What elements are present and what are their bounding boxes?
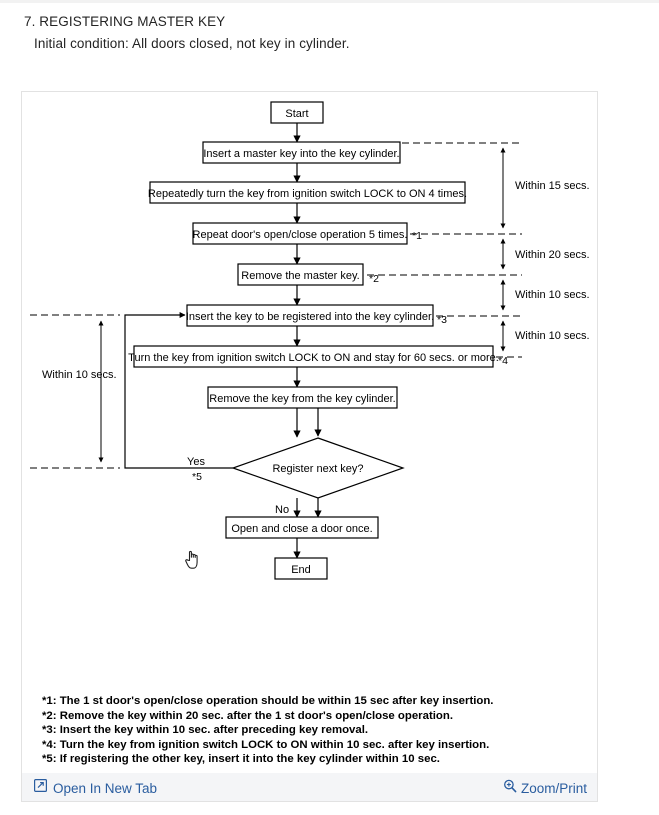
node-start-label: Start [285,108,308,120]
node-turn-key-60-secs: Turn the key from ignition switch LOCK t… [128,345,499,368]
flowchart-figure: Start Insert a master key into the key c… [21,91,598,774]
timing-label-right-4: Within 10 secs. [515,330,590,342]
timing-bracket-left [30,314,120,469]
open-in-new-tab-button[interactable]: Open In New Tab [34,779,157,797]
timing-bracket-right [367,142,522,358]
node-end-label: End [291,564,311,576]
footnote-5: *5: If registering the other key, insert… [42,753,440,766]
marker-2: *2 [369,273,379,285]
page-title: 7. REGISTERING MASTER KEY [24,14,226,29]
footnote-2: *2: Remove the key within 20 sec. after … [42,709,453,722]
node-decision-label: Register next key? [272,463,363,475]
node-remove-master-key: Remove the master key. [237,263,364,286]
magnifier-plus-icon [503,779,517,798]
footnotes-block: *1: The 1 st door's open/close operation… [42,694,572,767]
marker-5: *5 [192,471,202,483]
node-step5-label: Insert the key to be registered into the… [186,311,434,323]
branch-label-yes: Yes [187,456,205,468]
footnote-3: *3: Insert the key within 10 sec. after … [42,724,369,737]
zoom-print-button[interactable]: Zoom/Print [503,779,587,798]
node-step2-label: Repeatedly turn the key from ignition sw… [148,188,467,200]
open-in-new-tab-label: Open In New Tab [53,780,158,796]
node-step4-label: Remove the master key. [241,270,359,282]
flowchart-svg: Start Insert a master key into the key c… [30,101,590,580]
marker-1: *1 [412,230,422,242]
timing-label-right-2: Within 20 secs. [515,249,590,261]
feedback-loop [124,312,233,469]
node-decision-register-next-key: Register next key? [231,437,405,499]
footnote-1: *1: The 1 st door's open/close operation… [42,695,494,707]
footnote-4: *4: Turn the key from ignition switch LO… [42,738,490,751]
external-link-icon [34,779,48,797]
node-step3-label: Repeat door's open/close operation 5 tim… [193,229,408,241]
node-end: End [274,557,328,580]
marker-4: *4 [498,355,508,367]
timing-label-right-1: Within 15 secs. [515,180,590,192]
node-turn-key-4-times: Repeatedly turn the key from ignition sw… [148,181,467,204]
node-repeat-door-open-close: Repeat door's open/close operation 5 tim… [192,222,408,245]
timing-label-right-3: Within 10 secs. [515,289,590,301]
page-subtitle: Initial condition: All doors closed, not… [34,36,350,51]
top-divider [0,0,659,3]
zoom-print-label: Zoom/Print [520,781,587,796]
node-insert-key-to-register: Insert the key to be registered into the… [186,304,434,327]
figure-toolbar: Open In New Tab Zoom/Print [21,773,598,802]
node-step6-label: Turn the key from ignition switch LOCK t… [128,352,499,364]
marker-3: *3 [437,314,447,326]
node-insert-master-key: Insert a master key into the key cylinde… [202,141,401,164]
node-remove-key-from-cylinder: Remove the key from the key cylinder. [207,386,398,409]
node-open-close-door-once: Open and close a door once. [225,516,379,539]
node-step8-label: Open and close a door once. [231,523,372,535]
node-step7-label: Remove the key from the key cylinder. [209,393,395,405]
node-step1-label: Insert a master key into the key cylinde… [203,148,399,160]
timing-label-left-1: Within 10 secs. [42,369,117,381]
branch-label-no: No [275,504,289,516]
node-start: Start [270,101,324,124]
